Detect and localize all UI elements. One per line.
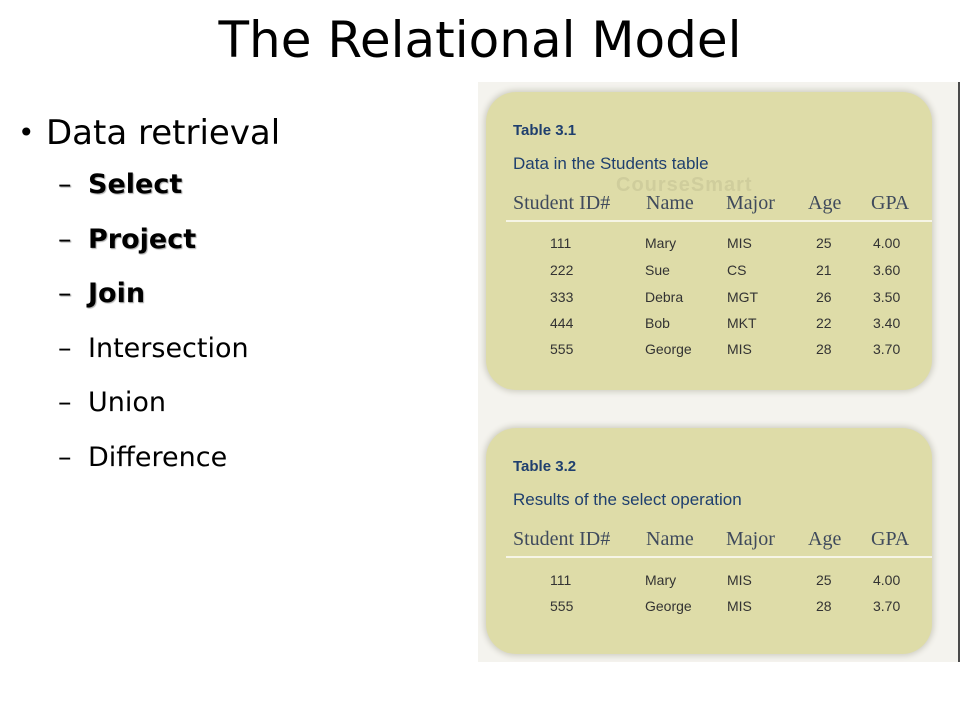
cell-name: Debra	[645, 289, 684, 305]
dash-icon: –	[58, 332, 72, 364]
cell-name: Mary	[645, 235, 677, 251]
cell-age: 22	[816, 315, 832, 331]
bullet-dot-icon: •	[18, 116, 35, 149]
column-header: Student ID#	[513, 192, 611, 214]
watermark-logo: CourseSmart	[616, 174, 753, 196]
cell-student-id: 555	[550, 598, 574, 614]
cell-name: Sue	[645, 262, 670, 278]
column-header: Student ID#	[513, 528, 611, 550]
cell-age: 21	[816, 262, 832, 278]
cell-major: MIS	[727, 341, 752, 357]
column-header: GPA	[871, 528, 910, 550]
sub-item-difference: –Difference	[58, 431, 280, 486]
cell-age: 28	[816, 598, 832, 614]
cell-student-id: 222	[550, 262, 574, 278]
table-header-row: Student ID# Name Major Age GPA	[506, 528, 932, 558]
sub-item-intersection: –Intersection	[58, 322, 280, 377]
column-header: GPA	[871, 192, 910, 214]
bullet-data-retrieval: • Data retrieval	[18, 108, 280, 158]
table-number: Table 3.1	[513, 122, 577, 139]
table-caption: Results of the select operation	[513, 490, 742, 509]
column-header: Name	[646, 192, 694, 214]
dash-icon: –	[58, 387, 72, 418]
cell-age: 25	[816, 572, 832, 588]
sub-item-label: Union	[88, 387, 167, 418]
cell-name: George	[645, 598, 692, 614]
cell-major: MGT	[727, 289, 759, 305]
sub-item-label: Project	[88, 223, 197, 255]
sub-item-select: –Select	[58, 158, 280, 213]
cell-gpa: 3.70	[873, 341, 901, 357]
dash-icon: –	[58, 441, 72, 473]
table-row: 111 Mary MIS 25 4.00	[486, 235, 932, 261]
table-row: 444 Bob MKT 22 3.40	[486, 315, 932, 341]
cell-gpa: 4.00	[873, 572, 901, 588]
cell-name: Mary	[645, 572, 677, 588]
cell-student-id: 444	[550, 315, 574, 331]
cell-name: George	[645, 341, 692, 357]
column-header: Major	[726, 192, 775, 214]
table-row: 333 Debra MGT 26 3.50	[486, 289, 932, 315]
cell-age: 25	[816, 235, 832, 251]
sub-item-union: –Union	[58, 376, 280, 431]
dash-icon: –	[58, 278, 72, 309]
cell-major: MIS	[727, 598, 752, 614]
students-table-card: Table 3.1 Data in the Students table Cou…	[486, 92, 932, 390]
table-row: 222 Sue CS 21 3.60	[486, 262, 932, 288]
cell-gpa: 3.40	[873, 315, 901, 331]
slide-title: The Relational Model	[218, 11, 742, 69]
dash-icon: –	[58, 169, 72, 200]
sub-bullet-list: –Select –Project –Join –Intersection –Un…	[18, 158, 280, 485]
cell-gpa: 3.60	[873, 262, 901, 278]
table-caption: Data in the Students table	[513, 154, 709, 173]
cell-major: CS	[727, 262, 747, 278]
cell-student-id: 333	[550, 289, 574, 305]
table-row: 111 Mary MIS 25 4.00	[486, 572, 932, 598]
column-header: Age	[808, 528, 842, 550]
column-header: Major	[726, 528, 775, 550]
select-result-table-card: Table 3.2 Results of the select operatio…	[486, 428, 932, 654]
cell-gpa: 3.50	[873, 289, 901, 305]
dash-icon: –	[58, 223, 72, 255]
cell-student-id: 111	[550, 572, 572, 588]
cell-age: 26	[816, 289, 832, 305]
cell-major: MIS	[727, 235, 752, 251]
bullet-text: Data retrieval	[46, 113, 281, 153]
sub-item-join: –Join	[58, 267, 280, 322]
cell-student-id: 555	[550, 341, 574, 357]
table-number: Table 3.2	[513, 458, 577, 475]
cell-major: MKT	[727, 315, 757, 331]
bullet-list: • Data retrieval –Select –Project –Join …	[18, 108, 280, 485]
column-header: Name	[646, 528, 694, 550]
cell-gpa: 4.00	[873, 235, 901, 251]
sub-item-project: –Project	[58, 213, 280, 268]
table-row: 555 George MIS 28 3.70	[486, 341, 932, 367]
cell-gpa: 3.70	[873, 598, 901, 614]
sub-item-label: Join	[88, 278, 146, 309]
column-header: Age	[808, 192, 842, 214]
table-header-row: Student ID# Name Major Age GPA	[506, 192, 932, 222]
cell-student-id: 111	[550, 235, 572, 251]
sub-item-label: Select	[88, 169, 183, 200]
sub-item-label: Difference	[88, 441, 228, 473]
cell-major: MIS	[727, 572, 752, 588]
table-row: 555 George MIS 28 3.70	[486, 598, 932, 624]
sub-item-label: Intersection	[88, 332, 249, 364]
cell-age: 28	[816, 341, 832, 357]
cell-name: Bob	[645, 315, 670, 331]
